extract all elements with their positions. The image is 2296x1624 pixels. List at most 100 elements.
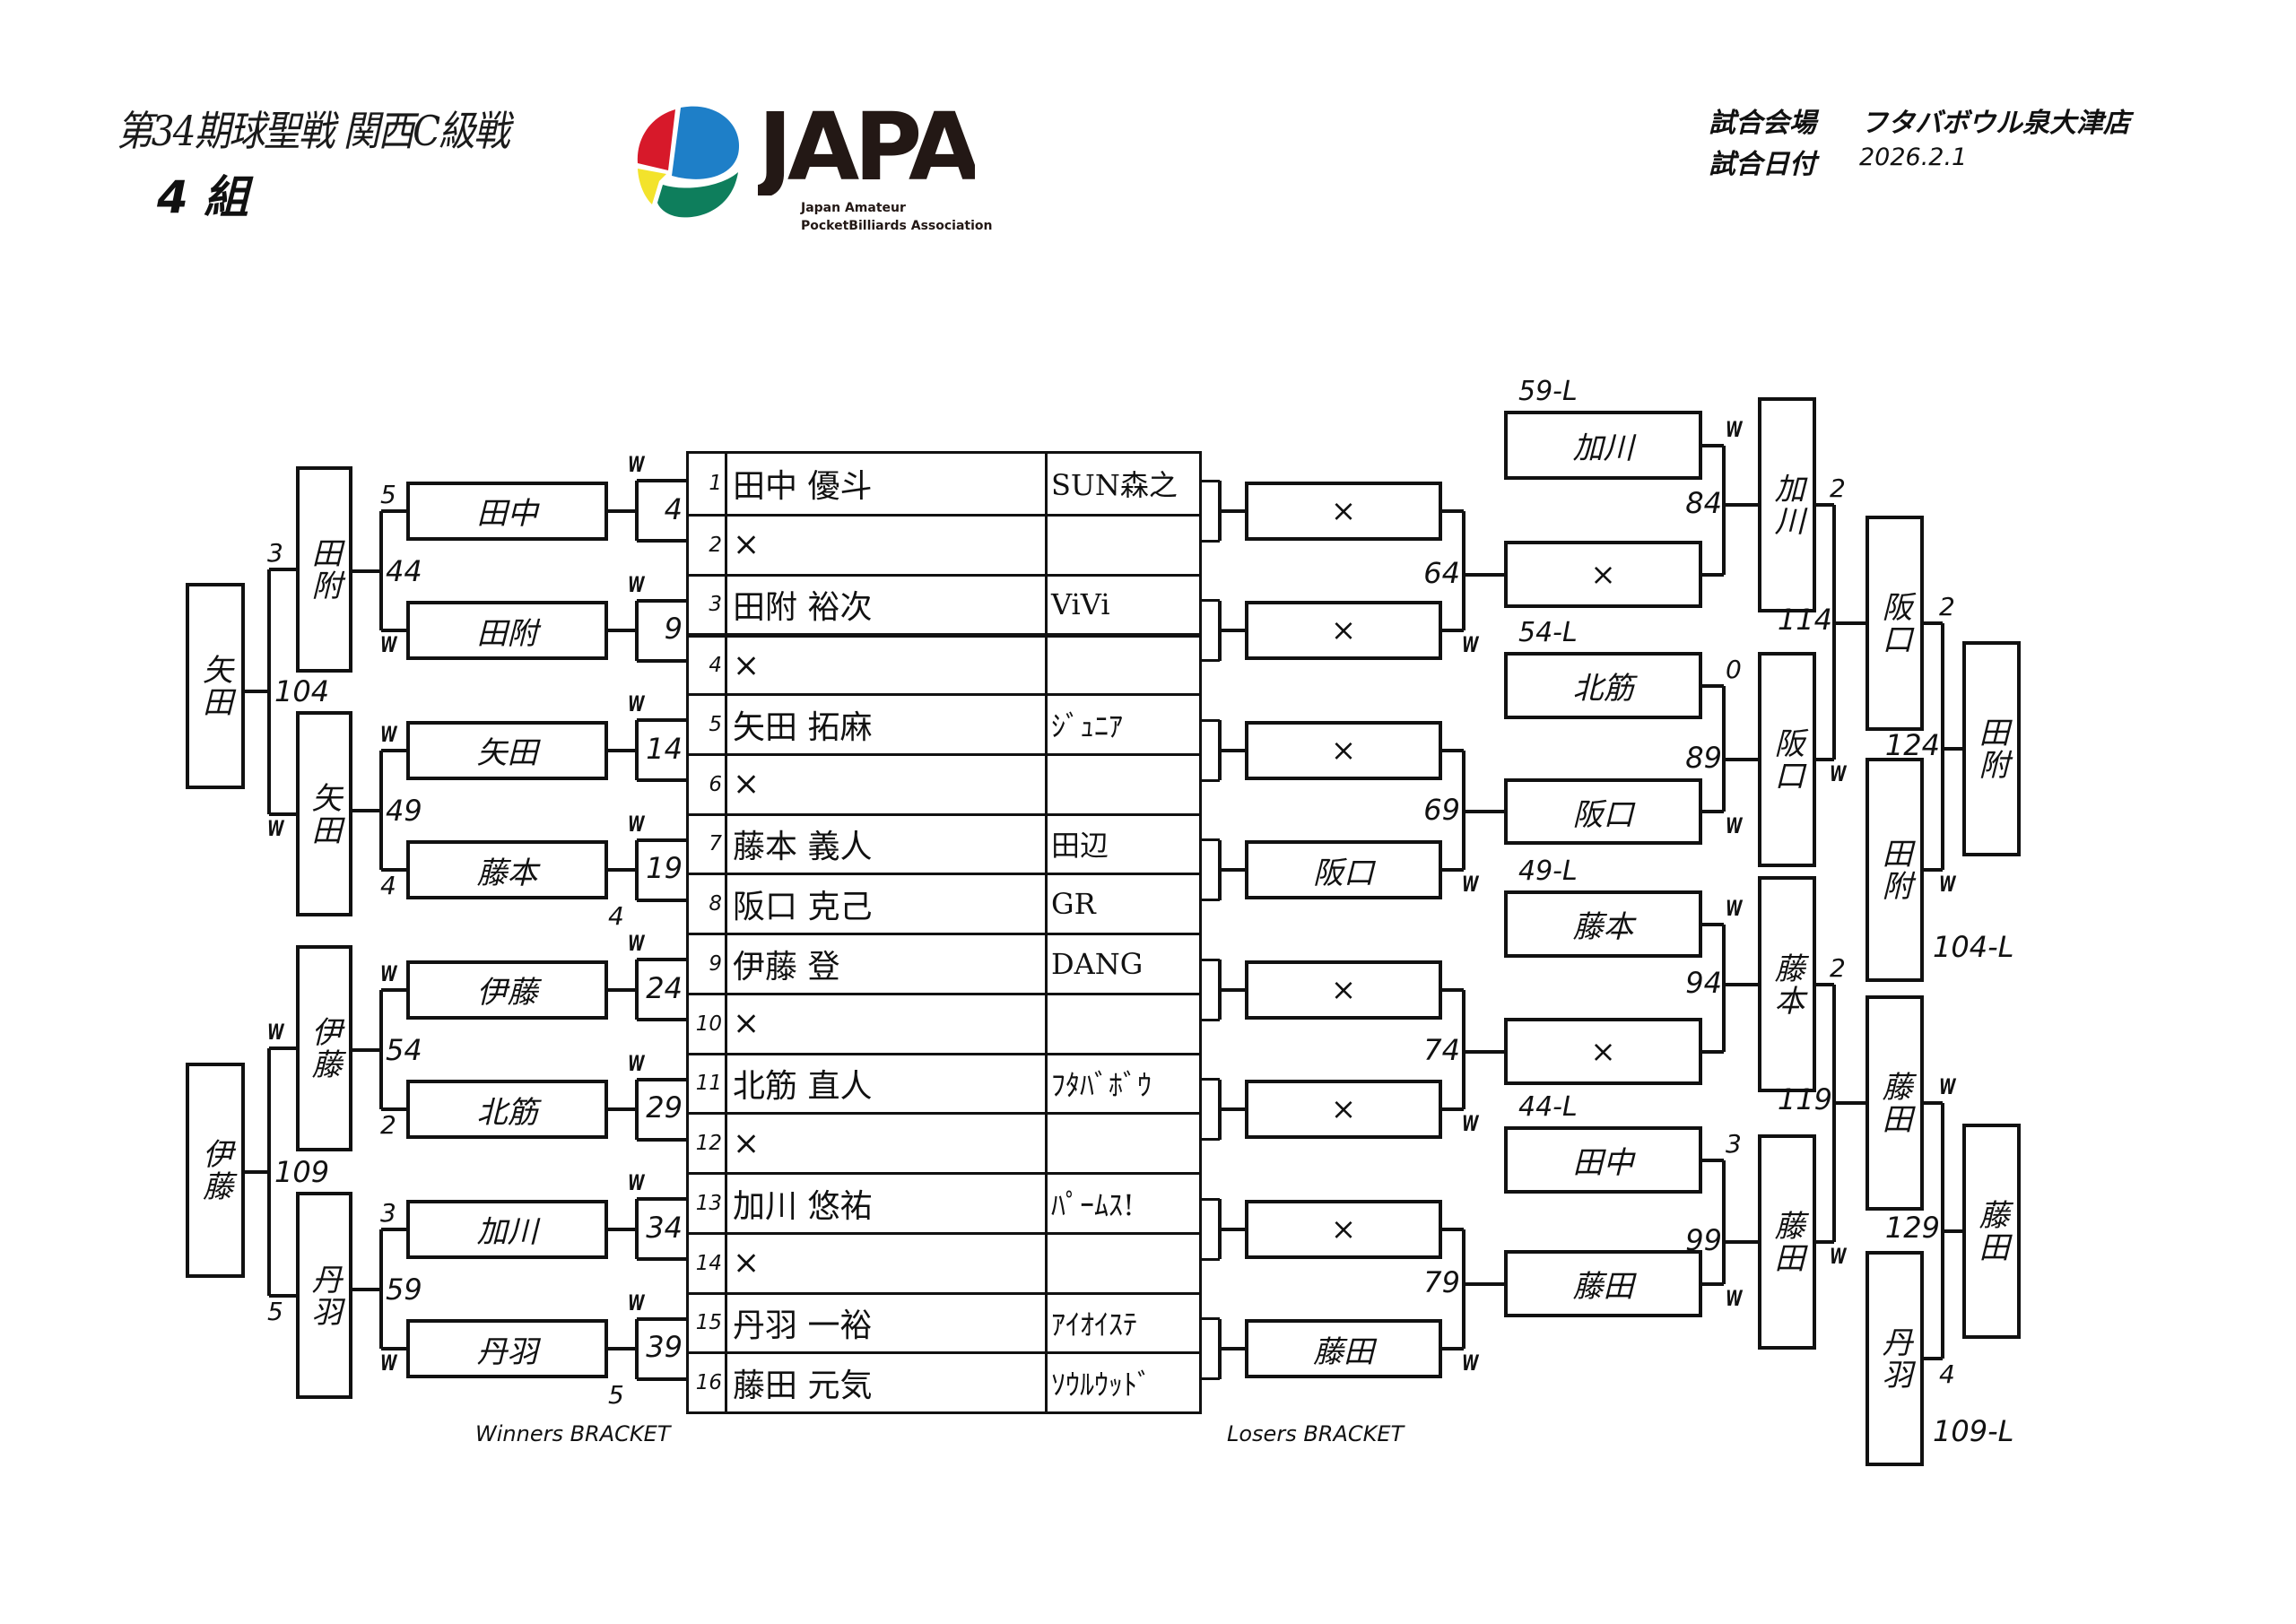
winners-finalist-box: 伊藤 [186,1063,245,1278]
bracket-line [1462,510,1465,631]
japa-emblem-icon [637,106,740,218]
winner-mark: W [1462,632,1479,658]
bracket-line [1220,629,1245,633]
winners-r2-player-box: 田中 [406,481,608,541]
bracket-line [379,1229,383,1350]
entry-row: 2× [689,513,1199,574]
bracket-line [352,808,381,812]
losers-r2-player-box: 藤本 [1504,890,1702,958]
losers-r2-bottom-mark: W [1726,813,1743,838]
entry-player-name: 田中 優斗 [727,454,1048,514]
winners-r2-player-box: 矢田 [406,720,608,780]
winners-r3-bottom-mark: W [267,815,284,841]
entry-number: 8 [689,875,727,933]
losers-r2-player-box-text: 藤本 [1572,909,1634,945]
winners-r1-match-number: 34 [646,1210,683,1245]
losers-r1-player-box-text: × [1330,1091,1357,1128]
bracket-line [1816,982,1834,986]
bracket-line [635,720,639,781]
losers-r2-player-box-text: 北筋 [1572,671,1634,707]
bracket-line [381,868,406,873]
bracket-line [352,1287,381,1291]
losers-r2-player-box-text: 田中 [1572,1145,1634,1181]
entry-player-name: 矢田 拓麻 [727,696,1048,753]
winners-finalist-box: 矢田 [186,583,245,789]
entry-number: 13 [689,1175,727,1232]
losers-r2-player-box: × [1504,541,1702,608]
bracket-line [269,1046,296,1050]
losers-r1-player-box: × [1245,1199,1442,1259]
bracket-line [269,568,296,571]
losers-r1-player-box: 藤田 [1245,1319,1442,1379]
bracket-line [1202,1018,1220,1021]
bracket-line [635,600,639,661]
winners-r3-match-number: 109 [274,1154,330,1189]
losers-r1-player-box: × [1245,1080,1442,1140]
losers-r1-match-number: 69 [1423,793,1460,827]
entry-team-name: ｼﾞｭﾆｱ [1051,708,1124,743]
winners-r2-player-box: 北筋 [406,1080,608,1140]
bracket-line [381,1107,406,1112]
bracket-line [1816,758,1834,761]
bracket-line [1202,899,1220,902]
bracket-line [381,1227,406,1231]
entry-team-name: SUN森之 [1051,468,1178,503]
entry-number: 7 [689,815,727,873]
winners-r2-bottom-mark: W [380,632,397,658]
winners-r3-bottom-mark: 5 [267,1296,283,1326]
group-label: 4 組 [157,171,249,223]
winners-r2-player-box: 丹羽 [406,1319,608,1379]
losers-r1-player-box: × [1245,601,1442,661]
losers-r1-player-box-text: × [1330,612,1357,649]
bracket-line [1220,508,1245,513]
entry-player-name: 丹羽 一裕 [727,1294,1048,1352]
bracket-line [1202,539,1220,543]
bracket-line [1442,1227,1464,1231]
winners-r2-player-box-text: 矢田 [476,735,538,772]
losers-r1-player-box: × [1245,481,1442,541]
losers-r2-player-box: 藤田 [1504,1250,1702,1317]
bracket-line [1722,924,1726,1052]
bracket-line [1442,1347,1464,1351]
entry-number: 2 [689,516,727,574]
bracket-line [1220,868,1245,873]
bracket-line [1702,1281,1724,1286]
entry-number: 11 [689,1055,727,1113]
winners-r3-player-box: 矢田 [296,711,352,916]
losers-r2-player-box: × [1504,1018,1702,1085]
entry-team-name: ｱｲｵｲｽﾃ [1051,1307,1138,1342]
losers-finalist-box-text: 田附 [1973,716,2009,781]
losers-r2-player-box-text: 阪口 [1572,796,1634,833]
losers-r2-match-number: 89 [1685,741,1722,775]
entry-team-name: DANG [1051,946,1144,981]
bracket-line [635,481,639,542]
winners-r3-player-box: 丹羽 [296,1192,352,1399]
bracket-line [1442,868,1464,873]
bracket-line [245,690,269,694]
bracket-line [1220,1107,1245,1112]
loser-score: 5 [608,1379,624,1410]
losers-r3-player-box-text: 藤田 [1769,1210,1805,1274]
losers-r3-player-box-text: 藤本 [1769,951,1805,1017]
bracket-line [637,1316,686,1321]
losers-r2-top-mark: 0 [1726,654,1742,684]
losers-r1-player-box: × [1245,960,1442,1020]
losers-r4-player-box: 藤田 [1866,995,1924,1211]
bracket-line [1816,1240,1834,1244]
winner-mark: W [628,1170,645,1196]
entry-number: 5 [689,696,727,753]
winners-r2-top-mark: 5 [380,479,396,509]
winners-r3-player-box-text: 田附 [306,537,342,602]
losers-r4-player-box-text: 阪口 [1876,591,1912,656]
bracket-line [637,898,686,902]
losers-r3-player-box: 阪口 [1758,652,1816,867]
date-label: 試合日付 [1709,149,1816,180]
bracket-line [1924,868,1943,872]
winners-r2-bottom-mark: W [380,1350,397,1376]
bracket-line [637,1018,686,1022]
bracket-line [637,539,686,543]
entry-player-name: × [727,638,1048,693]
